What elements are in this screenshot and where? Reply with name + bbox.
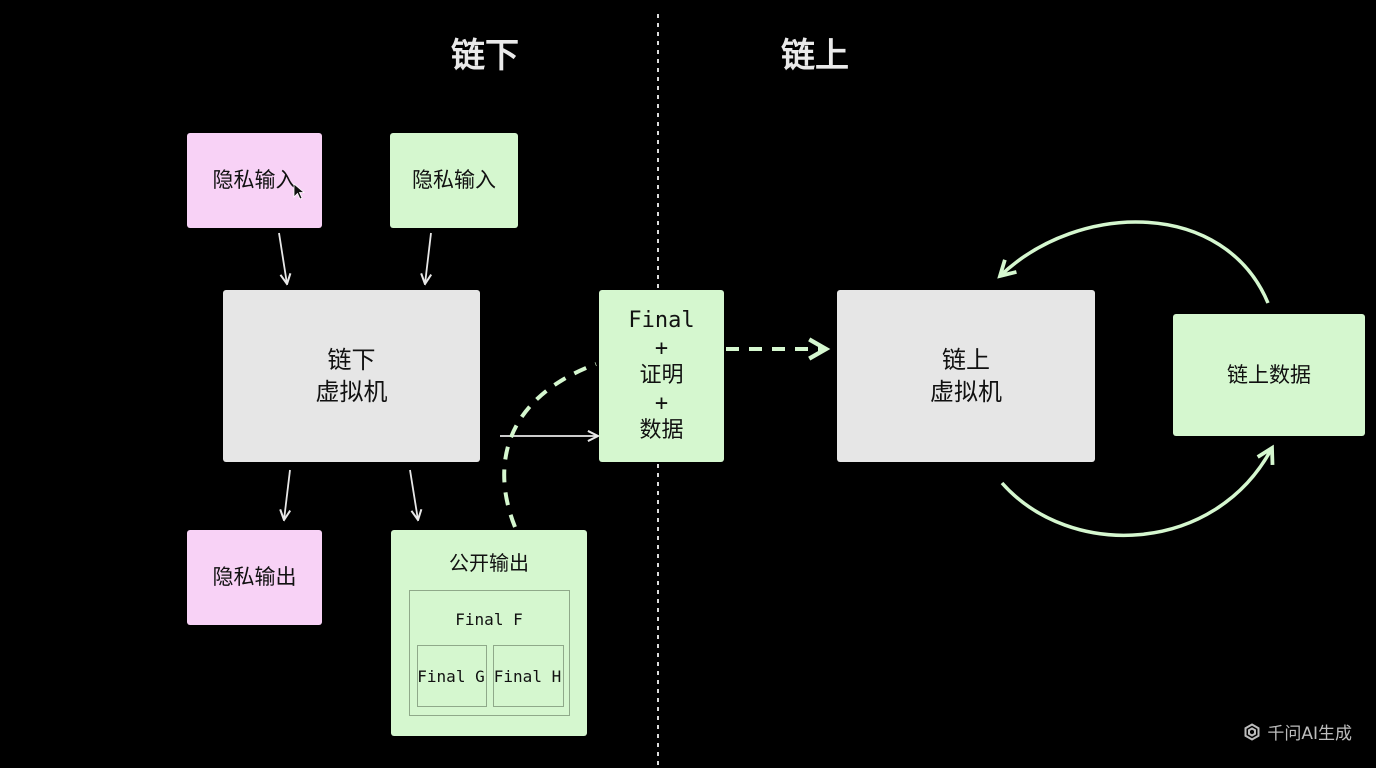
arrow-vm-to-public-output (409, 469, 418, 520)
watermark: 千问AI生成 (1243, 719, 1352, 744)
bundle-final-label: Final (628, 308, 695, 334)
private-output-box: 隐私输出 (187, 530, 322, 625)
dashed-curve-output-to-bundle (502, 362, 597, 528)
final-g-frame: Final G (417, 645, 487, 707)
public-output-box: 公开输出 Final F Final G Final H (391, 530, 587, 736)
bundle-plus-2: + (654, 390, 669, 416)
private-input-label-1: 隐私输入 (212, 168, 297, 193)
watermark-text: 千问AI生成 (1267, 724, 1352, 744)
final-f-frame: Final F Final G Final H (409, 590, 570, 716)
arrow-input2-to-vm (425, 232, 431, 284)
offchain-vm-box: 链下 虚拟机 (223, 290, 480, 462)
final-proof-data-box: Final + 证明 + 数据 (599, 290, 724, 462)
final-h-frame: Final H (493, 645, 564, 707)
private-input-box-1: 隐私输入 (187, 133, 322, 228)
private-input-label-2: 隐私输入 (412, 168, 496, 193)
arrow-vm-to-private-output (284, 469, 290, 520)
final-g-label: Final G (417, 667, 485, 686)
onchain-data-label: 链上数据 (1227, 362, 1311, 387)
qwen-logo-icon (1244, 722, 1260, 741)
curve-arrow-data-to-vm (997, 220, 1270, 304)
mouse-cursor-icon (293, 183, 305, 200)
final-h-label: Final H (493, 667, 562, 686)
private-output-label: 隐私输出 (212, 565, 297, 590)
offchain-title: 链下 (451, 36, 519, 76)
private-input-box-2: 隐私输入 (390, 133, 518, 228)
onchain-title: 链上 (781, 36, 849, 76)
onchain-data-box: 链上数据 (1173, 314, 1365, 436)
bundle-proof-label: 证明 (639, 363, 684, 389)
onchain-vm-label-line1: 链上 (942, 345, 990, 374)
public-output-label: 公开输出 (449, 551, 529, 575)
onchain-vm-label-line2: 虚拟机 (930, 378, 1002, 406)
bundle-plus-1: + (654, 335, 669, 361)
offchain-vm-label-line1: 链下 (327, 345, 376, 374)
final-f-label: Final F (455, 610, 523, 629)
bundle-data-label: 数据 (639, 418, 684, 444)
arrow-input1-to-vm (278, 232, 287, 284)
offchain-vm-label-line2: 虚拟机 (315, 378, 388, 406)
onchain-vm-box: 链上 虚拟机 (837, 290, 1095, 462)
curve-arrow-vm-to-data (1000, 444, 1275, 538)
